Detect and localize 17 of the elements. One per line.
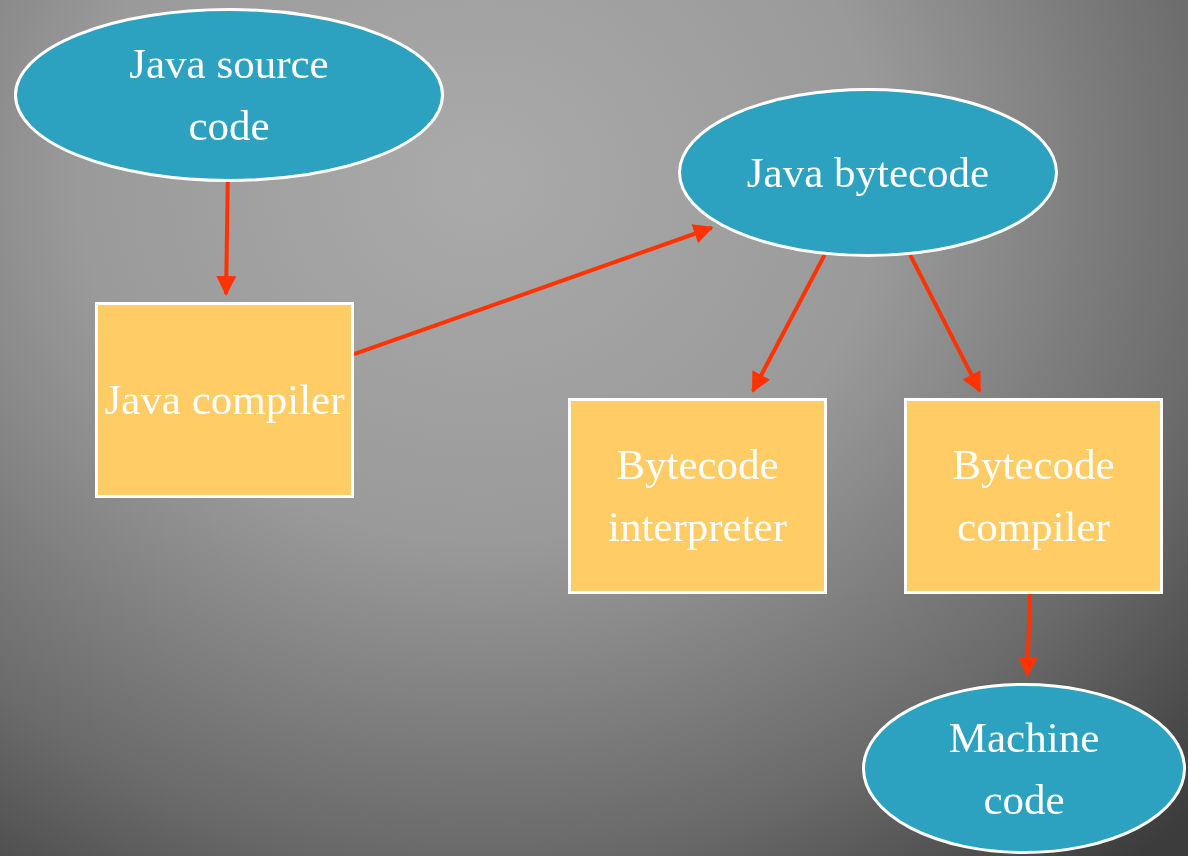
arrow xyxy=(751,253,827,393)
ellipse-node xyxy=(862,683,1186,854)
node-label: Java compiler xyxy=(103,375,346,425)
arrow xyxy=(1017,593,1038,677)
process-box xyxy=(568,398,827,594)
process-box xyxy=(95,302,354,498)
arrow xyxy=(353,224,714,357)
node-label: Java bytecode xyxy=(745,147,991,198)
node-label: Bytecode interpreter xyxy=(606,440,789,552)
node-label: Machine code xyxy=(947,712,1101,825)
ellipse-node xyxy=(678,88,1058,257)
node-label: Java source code xyxy=(128,39,330,151)
arrow xyxy=(216,181,237,296)
node-label: Bytecode compiler xyxy=(951,440,1116,552)
ellipse-node xyxy=(14,8,444,182)
process-box xyxy=(904,398,1163,594)
arrow xyxy=(908,253,982,393)
